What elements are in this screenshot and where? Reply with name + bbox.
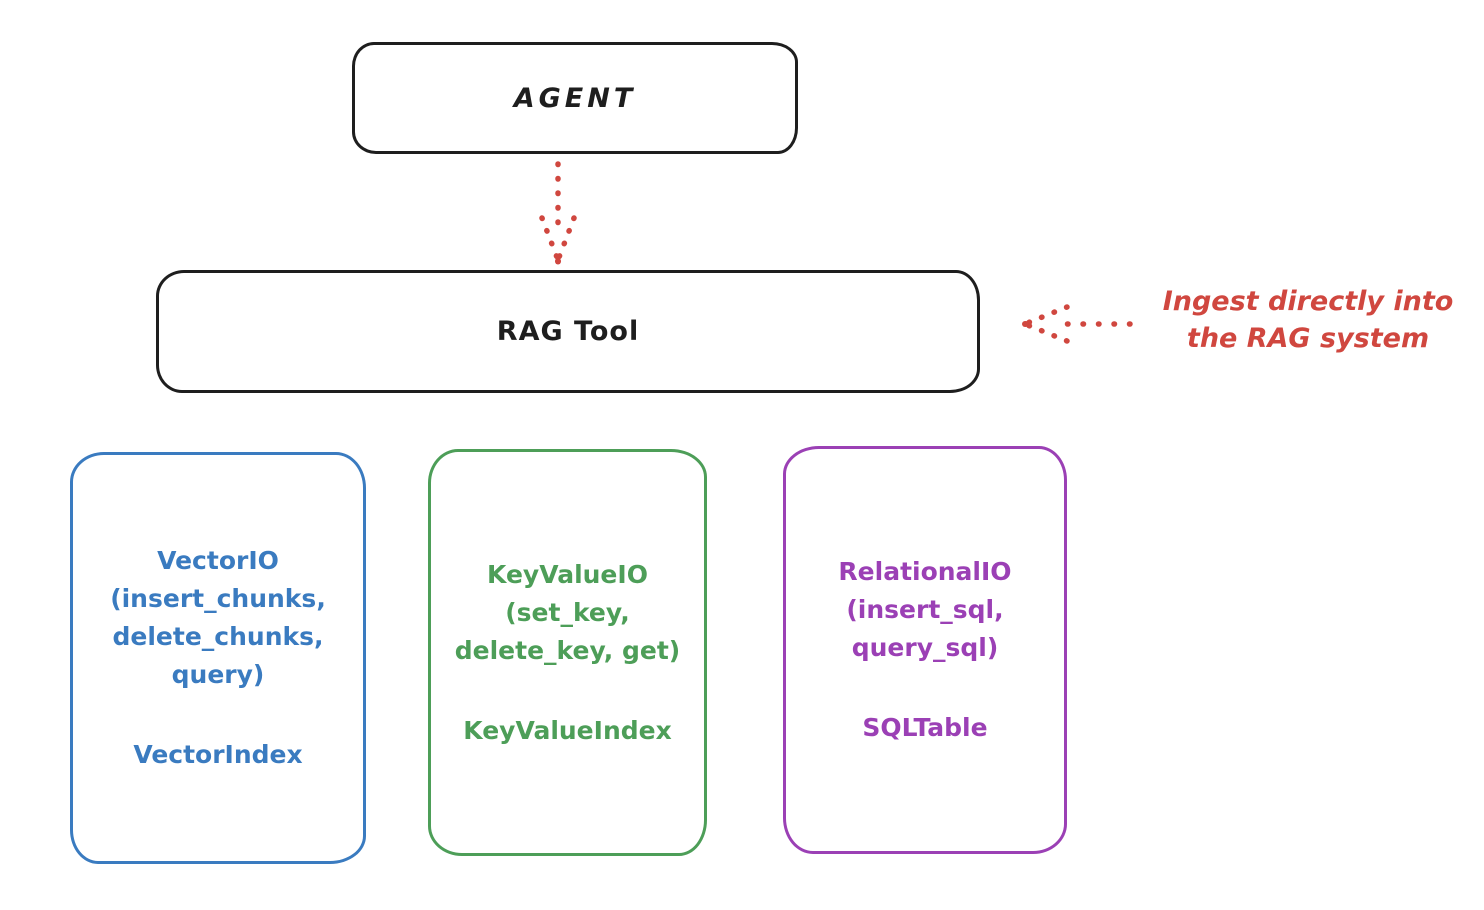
- keyvalue-index-label: KeyValueIndex: [463, 715, 672, 745]
- keyvalue-io-node: KeyValueIO (set_key, delete_key, get) Ke…: [428, 449, 707, 856]
- relational-io-node: RelationalIO (insert_sql, query_sql) SQL…: [783, 446, 1067, 854]
- relational-io-methods: RelationalIO (insert_sql, query_sql): [838, 557, 1012, 662]
- vector-io-node: VectorIO (insert_chunks, delete_chunks, …: [70, 452, 366, 864]
- keyvalue-io-methods: KeyValueIO (set_key, delete_key, get): [454, 559, 681, 665]
- dotted-arrow-left-icon: [1012, 300, 1136, 354]
- agent-node: AGENT: [352, 42, 798, 154]
- ingest-annotation: Ingest directly into the RAG system: [1162, 286, 1454, 354]
- vector-index-label: VectorIndex: [133, 740, 303, 769]
- vector-io-methods: VectorIO (insert_chunks, delete_chunks, …: [110, 546, 326, 689]
- sql-table-label: SQLTable: [862, 713, 988, 742]
- rag-tool-node: RAG Tool: [156, 270, 980, 393]
- agent-label: AGENT: [513, 82, 637, 114]
- rag-tool-label: RAG Tool: [496, 316, 640, 347]
- dotted-arrow-down-icon: [535, 160, 581, 272]
